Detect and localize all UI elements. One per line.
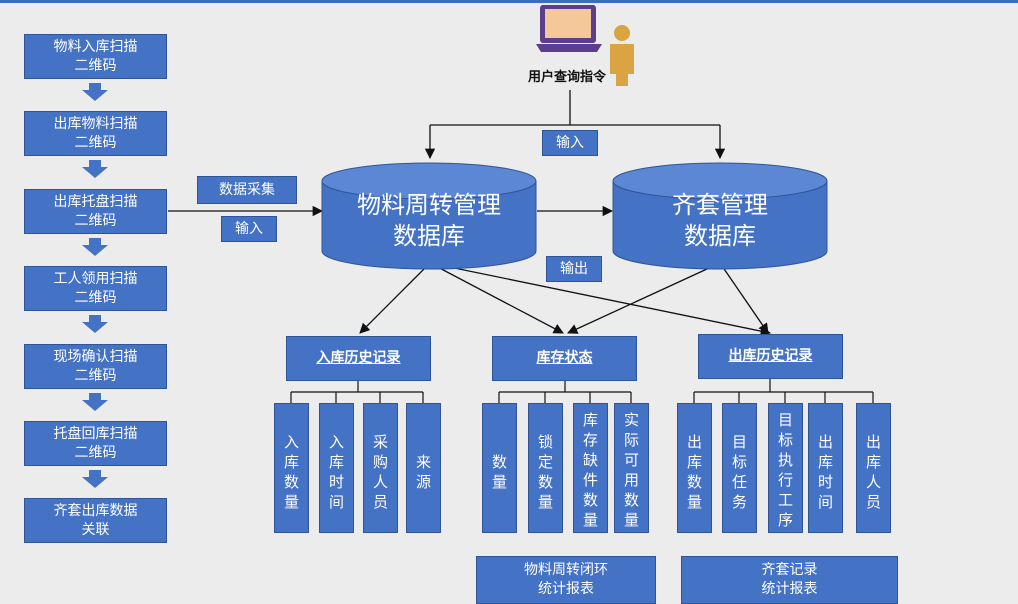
step-1: 物料入库扫描二维码 [24, 34, 167, 79]
kit-db-cylinder [612, 162, 828, 270]
outbound-item: 目标执行工序 [768, 403, 803, 533]
material-db-cylinder [321, 162, 537, 270]
stock-item: 库存缺件数量 [573, 403, 608, 533]
stock-status-header: 库存状态 [492, 336, 637, 381]
inbound-history-header: 入库历史记录 [286, 336, 431, 381]
step-3: 出库托盘扫描二维码 [24, 189, 167, 234]
outbound-item: 目标任务 [722, 403, 757, 533]
top-border [0, 0, 1018, 3]
kit-report-box: 齐套记录统计报表 [681, 556, 898, 604]
step-7: 齐套出库数据关联 [24, 498, 167, 543]
outbound-item: 出库时间 [808, 403, 843, 533]
outbound-history-header: 出库历史记录 [698, 334, 843, 379]
inbound-item: 来源 [406, 403, 441, 533]
user-query-label: 用户查询指令 [527, 70, 606, 85]
input-tag-left: 输入 [221, 216, 277, 242]
outbound-item: 出库数量 [677, 403, 712, 533]
kit-db-label: 齐套管理数据库 [672, 191, 768, 250]
output-tag: 输出 [546, 256, 602, 282]
inbound-item: 入库时间 [319, 403, 354, 533]
inbound-item: 采购人员 [363, 403, 398, 533]
input-tag-top: 输入 [542, 130, 598, 156]
step-6: 托盘回库扫描二维码 [24, 421, 167, 466]
stock-item: 锁定数量 [528, 403, 563, 533]
user-computer-icon [536, 5, 634, 86]
step-5: 现场确认扫描二维码 [24, 344, 167, 389]
inbound-item: 入库数量 [274, 403, 309, 533]
stock-item: 实际可用数量 [614, 403, 649, 533]
stock-item: 数量 [482, 403, 517, 533]
outbound-item: 出库人员 [856, 403, 891, 533]
material-report-box: 物料周转闭环统计报表 [476, 556, 656, 604]
data-collect-tag: 数据采集 [197, 176, 297, 204]
material-db-label: 物料周转管理数据库 [357, 191, 501, 250]
step-down-arrows [82, 83, 108, 488]
step-4: 工人领用扫描二维码 [24, 266, 167, 311]
step-2: 出库物料扫描二维码 [24, 111, 167, 156]
